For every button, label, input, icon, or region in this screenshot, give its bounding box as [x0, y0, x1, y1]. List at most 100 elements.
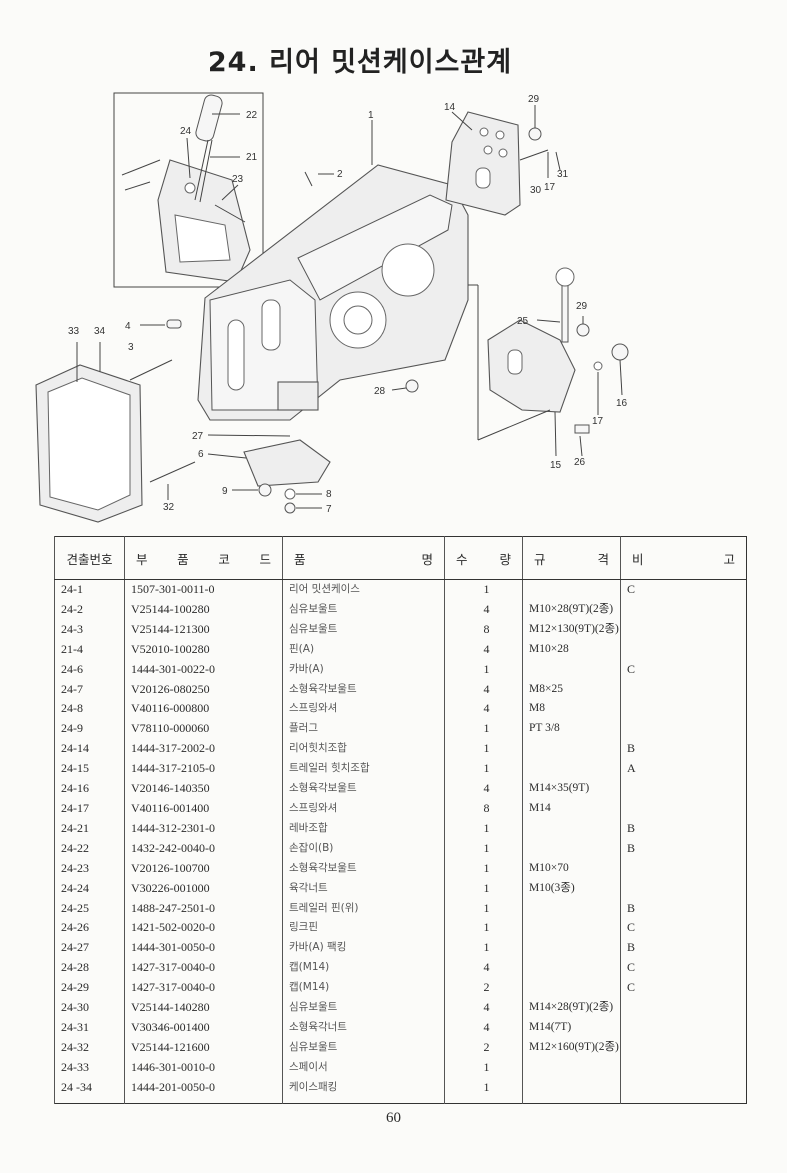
note-cell: C — [620, 978, 747, 999]
note-cell: C — [620, 659, 747, 680]
part-name-cell: 캡(M14) — [282, 978, 445, 999]
spec-cell — [522, 938, 621, 959]
part-name-cell: 리어 밋션케이스 — [282, 579, 445, 600]
part-no-cell: 24-28 — [54, 958, 125, 979]
quantity-cell: 1 — [444, 659, 523, 680]
part-code-cell: V25144-140280 — [124, 998, 283, 1018]
note-cell — [620, 679, 747, 700]
callout-label: 2 — [337, 169, 343, 180]
callout-label: 14 — [444, 102, 456, 113]
quantity-cell: 4 — [444, 639, 523, 660]
spec-cell: PT 3/8 — [522, 719, 621, 740]
callout-label: 6 — [198, 449, 204, 460]
spec-cell: M10×70 — [522, 858, 621, 879]
spec-cell: M10(3종) — [522, 878, 621, 899]
spec-cell: M10×28(9T)(2종) — [522, 599, 621, 620]
note-cell — [620, 998, 747, 1018]
note-cell: B — [620, 818, 747, 839]
note-cell — [620, 1017, 747, 1038]
callout-label: 32 — [163, 502, 175, 513]
quantity-cell: 1 — [444, 579, 523, 600]
callout-label: 34 — [94, 326, 106, 337]
part-code-cell: V25144-121600 — [124, 1037, 283, 1058]
filler-cell — [124, 1097, 283, 1104]
spec-cell — [522, 978, 621, 999]
part-code-cell: V20126-100700 — [124, 858, 283, 879]
note-cell — [620, 699, 747, 720]
note-cell — [620, 599, 747, 620]
spec-cell — [522, 579, 621, 600]
part-name-cell: 스프링와셔 — [282, 699, 445, 720]
part-name-cell: 레바조합 — [282, 818, 445, 839]
quantity-cell: 1 — [444, 719, 523, 740]
part-code-cell: V25144-121300 — [124, 619, 283, 640]
part-name-cell: 캡(M14) — [282, 958, 445, 979]
spec-cell — [522, 1057, 621, 1078]
callout-label: 17 — [544, 182, 556, 193]
part-no-cell: 24-8 — [54, 699, 125, 720]
part-code-cell: 1446-301-0010-0 — [124, 1057, 283, 1078]
quantity-cell: 1 — [444, 1057, 523, 1078]
part-code-cell: V40116-001400 — [124, 798, 283, 819]
inset-frame — [113, 92, 264, 288]
part-no-cell: 24-32 — [54, 1037, 125, 1058]
rear-hitch-drawing — [445, 111, 521, 216]
part-code-cell: 1444-301-0022-0 — [124, 659, 283, 680]
part-name-cell: 소형육각보울트 — [282, 679, 445, 700]
part-no-cell: 24-22 — [54, 838, 125, 859]
part-code-cell: 1444-317-2105-0 — [124, 759, 283, 780]
quantity-cell: 8 — [444, 798, 523, 819]
part-code-cell: V78110-000060 — [124, 719, 283, 740]
part-no-cell: 24 -34 — [54, 1077, 125, 1098]
spec-cell — [522, 958, 621, 979]
part-name-cell: 링크핀 — [282, 918, 445, 939]
part-code-cell: V52010-100280 — [124, 639, 283, 660]
rear-transmission-case-drawing — [197, 164, 469, 421]
quantity-cell: 1 — [444, 898, 523, 919]
quantity-cell: 1 — [444, 918, 523, 939]
callout-label: 16 — [616, 398, 628, 409]
note-cell — [620, 1077, 747, 1098]
part-name-cell: 육각너트 — [282, 878, 445, 899]
part-name-cell: 심유보울트 — [282, 1037, 445, 1058]
callout-label: 15 — [550, 460, 562, 471]
callout-label: 8 — [326, 489, 332, 500]
spec-cell — [522, 898, 621, 919]
callout-label: 1 — [368, 110, 374, 121]
part-name-cell: 카바(A) — [282, 659, 445, 680]
lever-assembly-drawing — [121, 94, 251, 283]
callout-label: 25 — [517, 316, 529, 327]
part-code-cell: 1427-317-0040-0 — [124, 958, 283, 979]
spec-cell: M12×130(9T)(2종) — [522, 619, 621, 640]
callout-label: 28 — [374, 386, 386, 397]
part-no-cell: 24-26 — [54, 918, 125, 939]
part-code-cell: 1421-502-0020-0 — [124, 918, 283, 939]
part-code-cell: 1427-317-0040-0 — [124, 978, 283, 999]
part-name-cell: 스프링와셔 — [282, 798, 445, 819]
part-code-cell: V30346-001400 — [124, 1017, 283, 1038]
part-code-cell: 1444-312-2301-0 — [124, 818, 283, 839]
callout-label: 30 — [530, 185, 542, 196]
callout-labels: 1 2 3 4 6 7 8 9 14 15 16 17 17 21 22 23 … — [68, 94, 628, 515]
spec-cell — [522, 759, 621, 780]
spec-cell: M8 — [522, 699, 621, 720]
spec-cell: M14(7T) — [522, 1017, 621, 1038]
callout-label: 22 — [246, 110, 258, 121]
leader-lines — [76, 105, 623, 509]
